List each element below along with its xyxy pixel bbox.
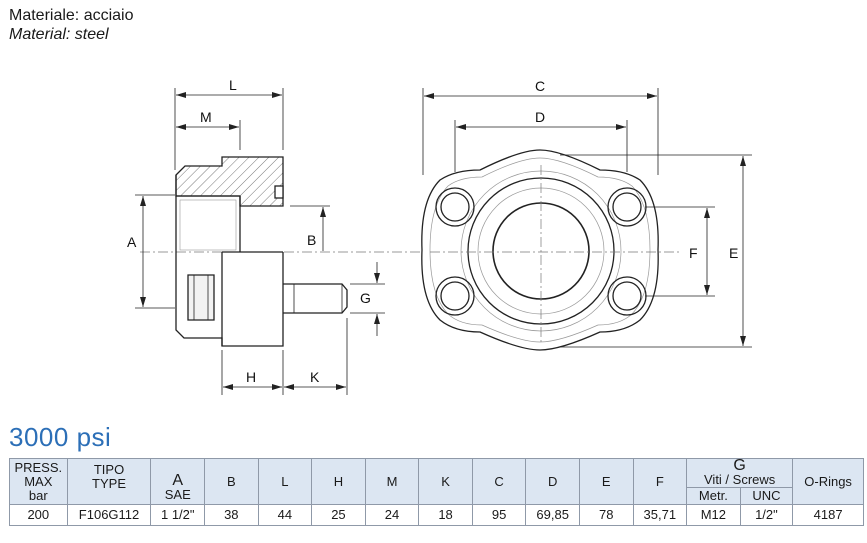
dim-label-k: K (310, 369, 320, 385)
cell-m: 24 (364, 504, 420, 526)
col-tipo: TIPO TYPE (66, 458, 152, 505)
col-press-l2: MAX (24, 473, 53, 489)
col-a-sae: SAE (164, 487, 191, 502)
dim-label-c: C (535, 78, 545, 94)
col-tipo-l2: TYPE (92, 476, 127, 491)
front-view (421, 149, 659, 351)
dim-label-e: E (729, 245, 738, 261)
dim-label-g: G (360, 290, 371, 306)
cell-l: 44 (257, 504, 313, 526)
dim-label-f: F (689, 245, 698, 261)
col-metr: Metr. (686, 487, 741, 505)
dim-label-d: D (535, 109, 545, 125)
cell-press: 200 (9, 504, 68, 526)
col-tipo-l1: TIPO (93, 462, 125, 477)
table-row: 200 F106G112 1 1/2" 38 44 25 24 18 95 69… (9, 504, 864, 526)
col-b: B (204, 458, 259, 505)
cell-unc: 1/2" (739, 504, 794, 526)
dim-label-m: M (200, 109, 212, 125)
col-orings: O-Rings (792, 458, 864, 505)
material-english: Material: steel (9, 26, 109, 43)
technical-drawing: L M A B G H K C D (127, 77, 752, 395)
material-italian: Materiale: acciaio (9, 7, 134, 24)
col-l: L (257, 458, 313, 505)
cell-h: 25 (311, 504, 366, 526)
cell-tipo: F106G112 (66, 504, 152, 526)
col-press: PRESS. MAX bar (9, 458, 68, 505)
col-press-l1: PRESS. (14, 459, 63, 475)
cell-orings: 4187 (792, 504, 864, 526)
col-e: E (578, 458, 634, 505)
dim-label-a: A (127, 234, 137, 250)
dim-label-l: L (229, 77, 237, 93)
section-title: 3000 psi (9, 422, 112, 452)
col-unc: UNC (739, 487, 794, 505)
col-g-viti: Viti / Screws (704, 472, 776, 487)
col-g: G Viti / Screws (686, 457, 794, 488)
col-press-l3: bar (28, 487, 48, 503)
cell-k: 18 (418, 504, 473, 526)
cell-f: 35,71 (632, 504, 688, 526)
col-g-label: G (733, 457, 746, 474)
cell-a: 1 1/2" (150, 504, 206, 526)
col-f: F (632, 458, 688, 505)
cell-metr: M12 (686, 504, 741, 526)
dim-label-h: H (246, 369, 256, 385)
col-m: M (364, 458, 420, 505)
cell-d: 69,85 (525, 504, 580, 526)
cell-e: 78 (578, 504, 634, 526)
col-c: C (471, 458, 527, 505)
dim-label-b: B (307, 232, 316, 248)
side-view (140, 156, 420, 347)
front-dimensions (422, 88, 752, 348)
col-k: K (418, 458, 473, 505)
col-h: H (311, 458, 366, 505)
col-a-label: A (172, 472, 184, 489)
cell-c: 95 (471, 504, 527, 526)
col-d: D (525, 458, 580, 505)
cell-b: 38 (204, 504, 259, 526)
col-a: A SAE (150, 458, 206, 505)
spec-table: PRESS. MAX bar TIPO TYPE A SAE B L H M K… (9, 458, 864, 526)
side-dimensions (135, 88, 385, 395)
